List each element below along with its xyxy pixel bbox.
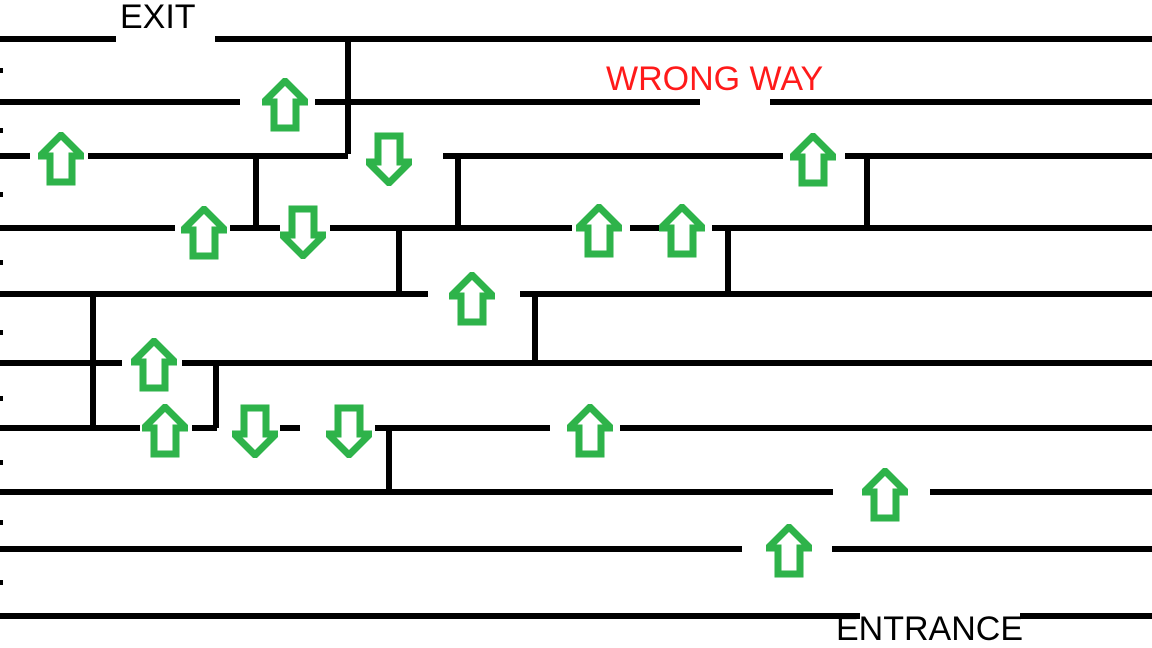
wall-edge-tick <box>0 460 3 465</box>
wall-vertical <box>725 225 731 295</box>
wall-horizontal <box>0 546 742 552</box>
wall-horizontal <box>443 153 783 159</box>
wall-horizontal <box>845 153 1152 159</box>
wall-horizontal <box>88 153 348 159</box>
arrow-up-10-icon <box>567 404 613 458</box>
wall-horizontal <box>630 225 662 231</box>
wall-horizontal <box>192 425 217 431</box>
arrow-up-2-icon <box>38 132 84 186</box>
arrow-up-5-icon <box>576 204 622 258</box>
entrance-label: ENTRANCE <box>836 610 1024 648</box>
wall-horizontal <box>315 99 700 105</box>
wall-horizontal <box>230 225 280 231</box>
wall-horizontal <box>0 99 240 105</box>
wall-horizontal <box>215 36 1152 42</box>
wall-edge-tick <box>0 396 3 401</box>
arrow-down-1-icon <box>366 132 412 186</box>
wall-horizontal <box>0 613 860 619</box>
wall-horizontal <box>620 425 1152 431</box>
wall-vertical <box>532 291 538 363</box>
wall-vertical <box>864 153 870 228</box>
arrow-down-2-icon <box>280 205 326 259</box>
arrow-up-6-icon <box>659 204 705 258</box>
wall-horizontal <box>0 425 140 431</box>
wall-horizontal <box>770 99 1152 105</box>
arrow-down-3-icon <box>232 404 278 458</box>
wall-vertical <box>253 153 259 228</box>
wall-vertical <box>396 225 402 295</box>
wall-edge-tick <box>0 260 3 265</box>
wall-vertical <box>455 153 461 228</box>
arrow-up-12-icon <box>766 524 812 578</box>
wall-horizontal <box>375 425 550 431</box>
wall-horizontal <box>0 489 833 495</box>
wall-horizontal <box>0 360 122 366</box>
wall-vertical <box>90 291 96 427</box>
arrow-up-4-icon <box>181 206 227 260</box>
arrow-up-8-icon <box>131 338 177 392</box>
wall-vertical <box>213 360 219 428</box>
wall-edge-tick <box>0 330 3 335</box>
wall-horizontal <box>0 153 30 159</box>
wall-horizontal <box>0 36 116 42</box>
wall-edge-tick <box>0 128 3 133</box>
arrow-up-11-icon <box>862 468 908 522</box>
wall-horizontal <box>1020 613 1152 619</box>
exit-label: EXIT <box>120 0 196 36</box>
arrow-up-1-icon <box>262 78 308 132</box>
wall-horizontal <box>712 225 1152 231</box>
arrow-up-7-icon <box>449 272 495 326</box>
wall-horizontal <box>832 546 1152 552</box>
wall-edge-tick <box>0 520 3 525</box>
wall-edge-tick <box>0 580 3 585</box>
wall-horizontal <box>930 489 1152 495</box>
wall-horizontal <box>520 291 1152 297</box>
wall-horizontal <box>280 425 300 431</box>
wrong-way-label: WRONG WAY <box>606 60 824 98</box>
arrow-up-3-icon <box>790 133 836 187</box>
wall-vertical <box>386 425 392 493</box>
wall-horizontal <box>0 225 175 231</box>
wall-horizontal <box>182 360 1152 366</box>
wall-edge-tick <box>0 68 3 73</box>
arrow-down-4-icon <box>326 404 372 458</box>
wall-horizontal <box>0 291 428 297</box>
arrow-up-9-icon <box>142 404 188 458</box>
wall-horizontal <box>330 225 572 231</box>
wall-edge-tick <box>0 192 3 197</box>
wall-vertical <box>345 36 351 154</box>
